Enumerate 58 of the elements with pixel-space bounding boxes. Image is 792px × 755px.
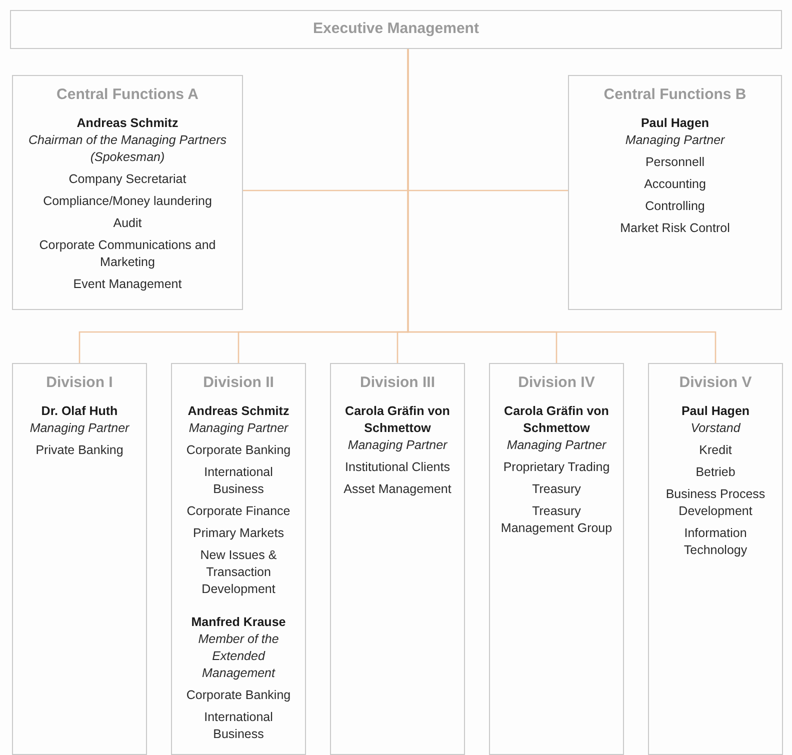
job-title: Managing Partner [625, 132, 725, 149]
unit-name: Corporate Banking [186, 442, 291, 459]
unit-name: Information Technology [682, 524, 748, 559]
box-heading: Division II [203, 374, 274, 393]
org-box [489, 363, 624, 755]
job-title: Managing Partner [506, 436, 606, 454]
unit-name: New Issues & Transaction Development [199, 546, 278, 598]
unit-name: Corporate Finance [186, 502, 290, 520]
unit-name: Event Management [73, 276, 182, 293]
unit-name: Business Process Development [664, 486, 766, 520]
box-heading: Division I [46, 374, 113, 393]
person-name: Carola Gräfin von Schmettow [503, 402, 610, 437]
box-heading: Division III [360, 374, 435, 393]
unit-name: Institutional Clients [345, 458, 450, 476]
unit-name: Asset Management [344, 480, 452, 498]
box-heading: Division V [679, 374, 752, 393]
person-name: Andreas Schmitz [76, 114, 178, 132]
unit-name: Corporate Banking [186, 686, 291, 704]
job-title: Member of the Extended Management [197, 630, 280, 682]
unit-name: Controlling [645, 198, 705, 215]
unit-name: Kredit [699, 442, 732, 459]
org-box [12, 75, 243, 310]
job-title: Managing Partner [30, 420, 130, 437]
job-title: Vorstand [690, 420, 740, 437]
org-box [10, 10, 782, 49]
job-title: Managing Partner [188, 420, 288, 437]
box-heading: Central Functions A [56, 86, 198, 105]
unit-name: Market Risk Control [620, 220, 730, 237]
unit-name: Treasury Management Group [500, 502, 614, 537]
unit-name: International Business [203, 708, 274, 743]
org-box [171, 363, 306, 755]
person-name: Carola Gräfin von Schmettow [344, 402, 451, 437]
unit-name: Compliance/Money laundering [43, 192, 212, 210]
unit-name: Audit [113, 214, 142, 232]
unit-name: Accounting [644, 176, 706, 193]
unit-name: Primary Markets [193, 524, 284, 542]
unit-name: Betrieb [696, 464, 736, 481]
org-box [568, 75, 782, 310]
unit-name: Corporate Communications and Marketing [38, 236, 217, 271]
org-box [12, 363, 147, 755]
box-heading: Division IV [518, 374, 595, 393]
box-heading: Central Functions B [604, 86, 746, 105]
unit-name: Proprietary Trading [503, 458, 610, 476]
unit-name: International Business [203, 464, 274, 498]
person-name: Andreas Schmitz [188, 402, 290, 420]
org-box [330, 363, 465, 755]
person-name: Manfred Krause [191, 614, 286, 631]
box-heading: Executive Management [313, 20, 479, 39]
unit-name: Company Secretariat [68, 170, 186, 188]
unit-name: Private Banking [36, 442, 124, 459]
person-name: Paul Hagen [640, 114, 710, 132]
person-name: Dr. Olaf Huth [41, 402, 118, 420]
job-title: Managing Partner [348, 436, 448, 454]
org-box [648, 363, 783, 755]
job-title: Chairman of the Managing Partners (Spokesman) [27, 132, 228, 166]
person-name: Paul Hagen [681, 402, 750, 420]
unit-name: Personnell [645, 154, 705, 171]
unit-name: Treasury [532, 480, 581, 498]
